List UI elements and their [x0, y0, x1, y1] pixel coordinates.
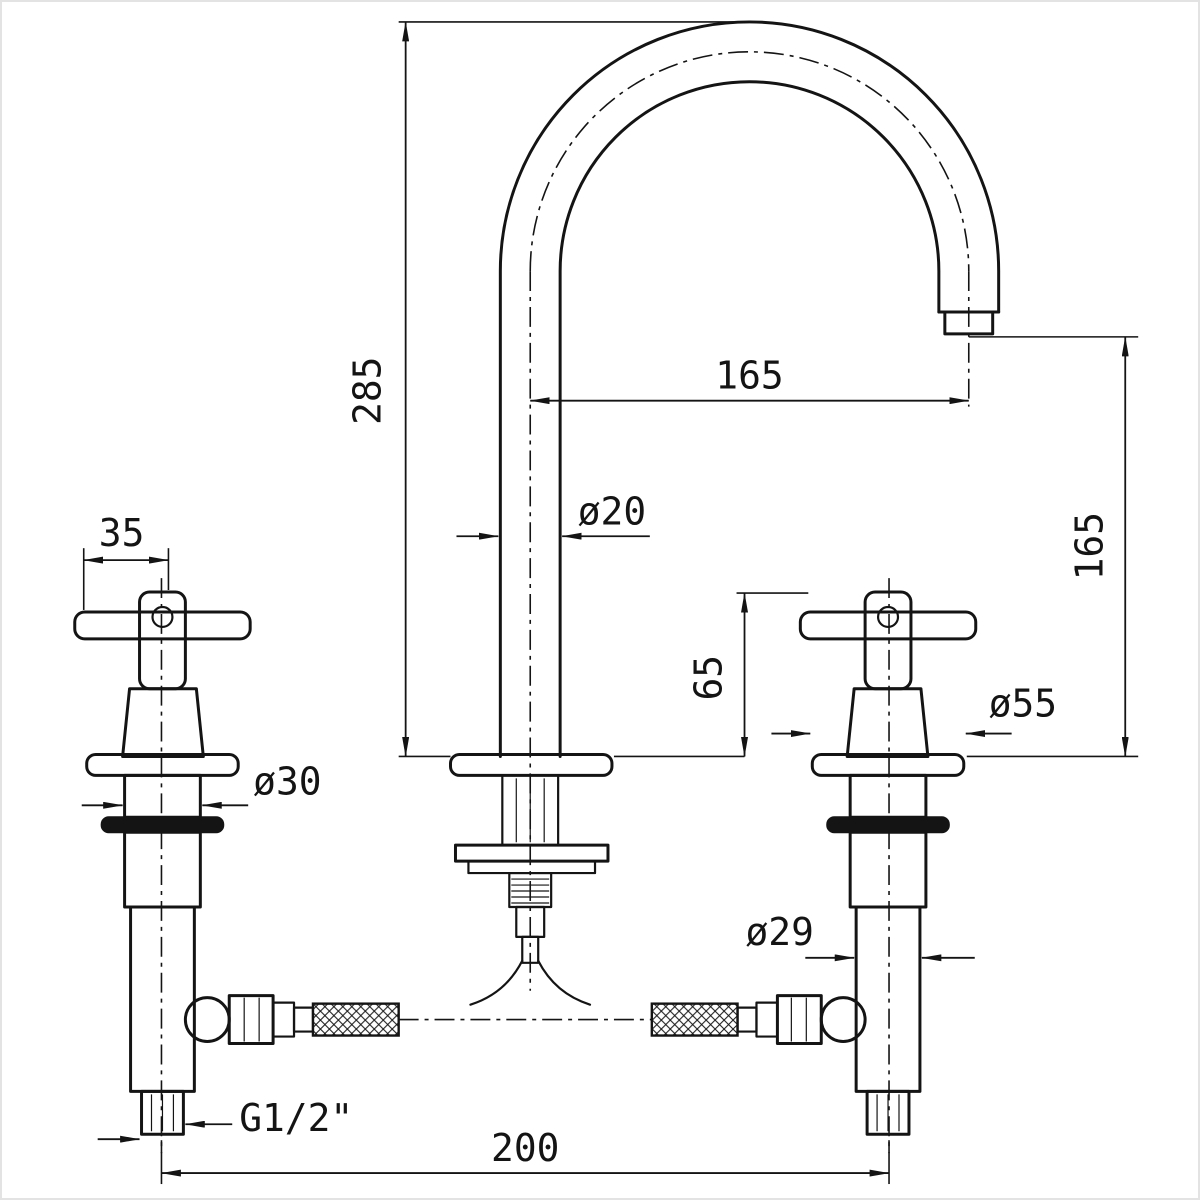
right-body-lower — [854, 905, 922, 1093]
dim-label-handle-height: 65 — [687, 655, 731, 701]
left-handle-screw — [151, 605, 174, 629]
left-nut-2 — [271, 1001, 296, 1038]
right-body-upper — [848, 773, 928, 819]
dim-label-inlet-thread: G1/2" — [239, 1096, 353, 1140]
left-hex-nut — [227, 994, 275, 1046]
lock-washer — [467, 860, 597, 875]
left-valve — [73, 590, 400, 1136]
spout-aerator-tip — [943, 310, 995, 336]
left-hex-flats — [243, 997, 260, 1042]
right-thread-lines — [876, 1094, 900, 1132]
dim-hole-centre-distance: 200 — [160, 1126, 890, 1185]
right-elbow — [819, 996, 867, 1044]
hose-curve-left — [469, 959, 524, 1006]
rod-thread-lines — [511, 878, 550, 904]
dim-spout-height: 285 — [346, 21, 753, 758]
right-nut-2 — [755, 1001, 779, 1038]
right-body-mid — [848, 830, 928, 909]
rod-tip-end — [521, 935, 540, 964]
dim-right-body-diameter: ø29 — [746, 910, 975, 962]
right-hex-flats — [790, 997, 807, 1042]
dim-label-handle-hub-width: 35 — [99, 511, 145, 555]
shank-thread-lines — [515, 778, 545, 843]
dim-label-flange-diameter: ø55 — [989, 682, 1057, 726]
left-inlet-thread — [140, 1089, 185, 1136]
left-gasket — [100, 816, 225, 834]
dim-label-hole-centre-distance: 200 — [491, 1126, 559, 1170]
dim-label-spout-reach: 165 — [715, 354, 783, 398]
left-handle-bar — [73, 610, 252, 641]
right-hose-fitting — [736, 1006, 758, 1033]
left-hose-fitting — [292, 1006, 315, 1033]
dim-handle-height: 65 — [613, 592, 809, 758]
right-handle-bar — [798, 610, 978, 641]
center-tailpiece — [453, 774, 610, 1006]
left-elbow — [183, 996, 231, 1044]
dim-inlet-thread: G1/2" — [97, 1096, 353, 1143]
hose-curve-right — [537, 959, 592, 1006]
right-handle-screw — [876, 605, 900, 629]
dim-left-body-diameter: ø30 — [81, 759, 322, 809]
dim-label-spout-tube-diameter: ø20 — [578, 489, 646, 533]
right-braided-hose — [650, 1002, 739, 1037]
spout-inner-edge — [558, 80, 941, 758]
dim-spout-tube-diameter: ø20 — [456, 489, 650, 540]
spout-base-flange — [449, 752, 614, 777]
right-hex-nut — [775, 994, 823, 1046]
lock-plate — [453, 843, 610, 863]
left-thread-lines — [150, 1094, 175, 1132]
left-handle-body — [121, 687, 205, 758]
dimensions: 285 165 165 ø20 35 — [81, 21, 1139, 1185]
dim-handle-hub-width: 35 — [82, 511, 170, 610]
dim-label-spout-height: 285 — [346, 357, 390, 425]
right-inlet-thread — [865, 1089, 911, 1136]
dim-spout-reach: 165 — [529, 354, 970, 405]
left-body-upper — [123, 773, 202, 819]
left-body-mid — [123, 830, 202, 909]
right-gasket — [826, 816, 950, 834]
dim-label-left-body-diameter: ø30 — [253, 759, 321, 803]
spout-arc-centerline — [529, 51, 970, 272]
dim-flange-diameter: ø55 — [771, 682, 1057, 738]
dim-outlet-clearance: 165 — [966, 336, 1139, 758]
right-valve — [650, 590, 978, 1136]
left-body-lower — [129, 905, 196, 1093]
dim-label-outlet-clearance: 165 — [1067, 512, 1111, 580]
left-braided-hose — [311, 1002, 400, 1037]
right-handle-body — [845, 687, 930, 758]
dim-label-right-body-diameter: ø29 — [746, 910, 814, 954]
centerlines — [160, 51, 970, 1154]
